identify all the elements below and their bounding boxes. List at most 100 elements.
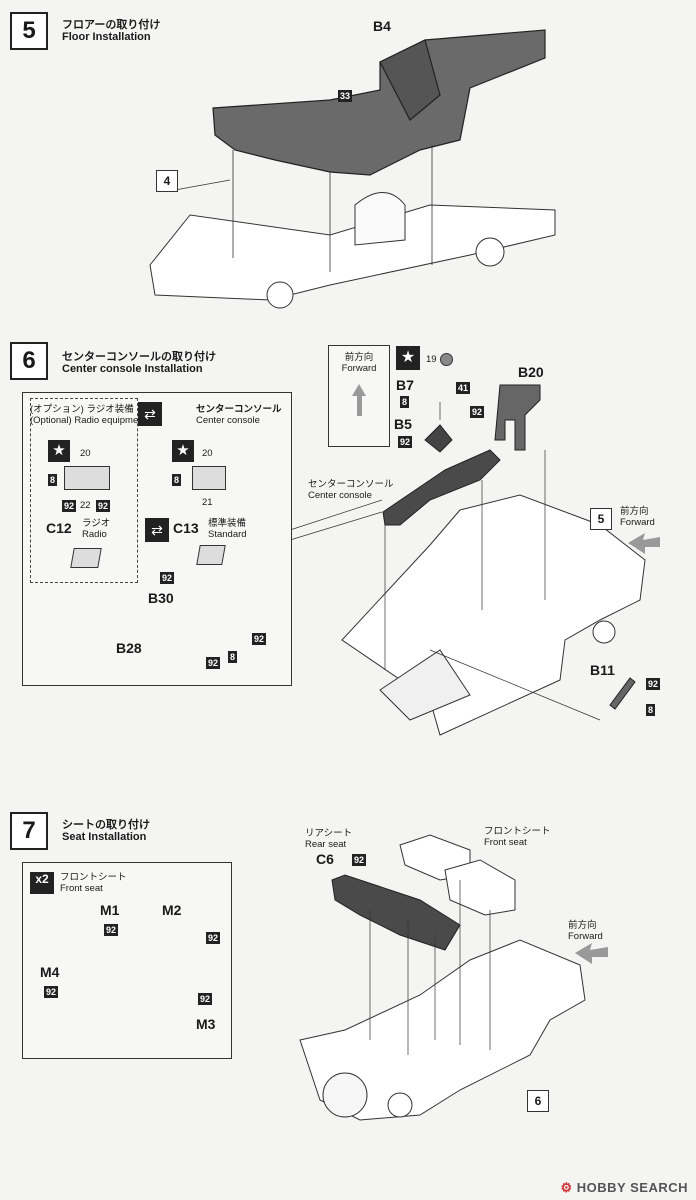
- ref-step-5: 5: [590, 508, 612, 530]
- forward-en-step6: Forward: [620, 517, 655, 528]
- lever-b11: [609, 677, 636, 710]
- decal-92: 92: [352, 854, 367, 866]
- decal-8: 8: [48, 474, 58, 486]
- decal-92: 92: [160, 572, 175, 584]
- optional-radio-en: (Optional) Radio equipment: [30, 415, 147, 426]
- part-label-b11: B11: [590, 662, 615, 678]
- decal-92: 92: [252, 633, 267, 645]
- part-label-m3: M3: [196, 1016, 216, 1032]
- watermark-brand: ⚙ HOBBY SEARCH: [560, 1180, 688, 1195]
- part-label-c12: C12: [46, 520, 72, 536]
- bracket-b20: [494, 384, 541, 451]
- shifter-icon: [356, 396, 362, 416]
- ref-step-4: 4: [156, 170, 178, 192]
- front-seat-jp: フロントシート: [484, 826, 551, 837]
- part-label-b28: B28: [116, 640, 142, 656]
- part-label-b7: B7: [396, 377, 414, 393]
- decal-22: 22: [80, 500, 91, 511]
- console-panel-decal: [192, 466, 226, 490]
- part-label-m2: M2: [162, 902, 182, 918]
- step-5-title-en: Floor Installation: [62, 31, 151, 43]
- forward-jp-step6: 前方向: [620, 506, 649, 517]
- rear-seat-en: Rear seat: [305, 839, 347, 850]
- front-seats-drawing: [399, 834, 516, 916]
- rear-seat-c6: [331, 874, 461, 951]
- decal-41: 41: [456, 382, 471, 394]
- rear-seat-jp: リアシート: [305, 828, 353, 839]
- standard-label-jp: 標準装備: [208, 518, 247, 529]
- decal-8: 8: [172, 474, 182, 486]
- center-console-drawing: [382, 449, 501, 526]
- decal-33: 33: [338, 90, 353, 102]
- decal-8: 8: [228, 651, 238, 663]
- step-6-title-jp: センターコンソールの取り付け: [62, 351, 216, 363]
- ref-step-6: 6: [527, 1090, 549, 1112]
- step-5-title-jp: フロアーの取り付け: [62, 19, 161, 31]
- decal-8: 8: [400, 396, 410, 408]
- console-label-jp: センターコンソール: [196, 404, 282, 415]
- part-label-b20: B20: [518, 364, 544, 380]
- part-label-m1: M1: [100, 902, 120, 918]
- part-label-b5: B5: [394, 416, 412, 432]
- forward-arrow-step6: [628, 533, 660, 554]
- optional-radio-box: [30, 398, 138, 583]
- radio-label-en: Radio: [82, 529, 107, 540]
- front-seat-en-inset: Front seat: [60, 883, 103, 894]
- panel-part-c13: [196, 545, 226, 565]
- front-seat-assembly-panel: [22, 862, 232, 1059]
- radio-label-jp: ラジオ: [82, 518, 111, 529]
- quantity-badge: x2: [30, 872, 54, 894]
- forward-label-en: Forward: [341, 363, 377, 374]
- decal-disc-icon: [440, 353, 453, 366]
- decal-92: 92: [96, 500, 111, 512]
- decal-92: 92: [206, 657, 221, 669]
- step-7-number: 7: [10, 812, 48, 850]
- chassis-drawing-step5: [149, 192, 556, 309]
- part-label-b4: B4: [373, 18, 391, 34]
- floor-panel-drawing: [212, 29, 546, 176]
- forward-label-jp: 前方向: [344, 352, 374, 363]
- chassis-drawing-step6: [341, 494, 646, 736]
- main-console-en: Center console: [308, 490, 372, 501]
- console-label-en: Center console: [196, 415, 260, 426]
- decal-20: 20: [202, 448, 213, 459]
- swap-arrows-icon: ⇄: [138, 402, 162, 426]
- forward-arrow-step7: [575, 943, 608, 964]
- decal-8: 8: [646, 704, 656, 716]
- front-seat-en: Front seat: [484, 837, 527, 848]
- decal-92: 92: [104, 924, 119, 936]
- decal-19: 19: [426, 354, 437, 365]
- radio-part-c12: [70, 548, 102, 568]
- forward-en-step7: Forward: [568, 931, 603, 942]
- decal-92: 92: [206, 932, 221, 944]
- step-5-number: 5: [10, 12, 48, 50]
- step-7-title-jp: シートの取り付け: [62, 819, 150, 831]
- decal-92: 92: [470, 406, 485, 418]
- star-icon: ★: [48, 440, 70, 462]
- front-seat-jp-inset: フロントシート: [60, 872, 127, 883]
- part-label-c13: C13: [173, 520, 199, 536]
- part-label-c6: C6: [316, 851, 334, 867]
- part-label-b30: B30: [148, 590, 174, 606]
- part-label-m4: M4: [40, 964, 60, 980]
- decal-20: 20: [80, 448, 91, 459]
- step-6-number: 6: [10, 342, 48, 380]
- step-6-title-en: Center console Installation: [62, 363, 203, 375]
- forward-jp-step7: 前方向: [568, 920, 597, 931]
- decal-92: 92: [646, 678, 661, 690]
- decal-92: 92: [398, 436, 413, 448]
- decal-92: 92: [44, 986, 59, 998]
- decal-92: 92: [198, 993, 213, 1005]
- step-7-title-en: Seat Installation: [62, 831, 147, 843]
- optional-radio-jp: (オプション) ラジオ装備: [30, 404, 134, 415]
- decal-21: 21: [202, 497, 213, 508]
- up-arrow-icon: [352, 384, 366, 396]
- radio-panel-decal: [64, 466, 110, 490]
- decal-92: 92: [62, 500, 77, 512]
- logo-icon: ⚙: [560, 1180, 577, 1195]
- forward-indicator-box: 前方向 Forward: [328, 345, 390, 447]
- shifter-boot-b5: [424, 424, 453, 453]
- main-console-jp: センターコンソール: [308, 479, 394, 490]
- swap-arrows-icon: ⇄: [145, 518, 169, 542]
